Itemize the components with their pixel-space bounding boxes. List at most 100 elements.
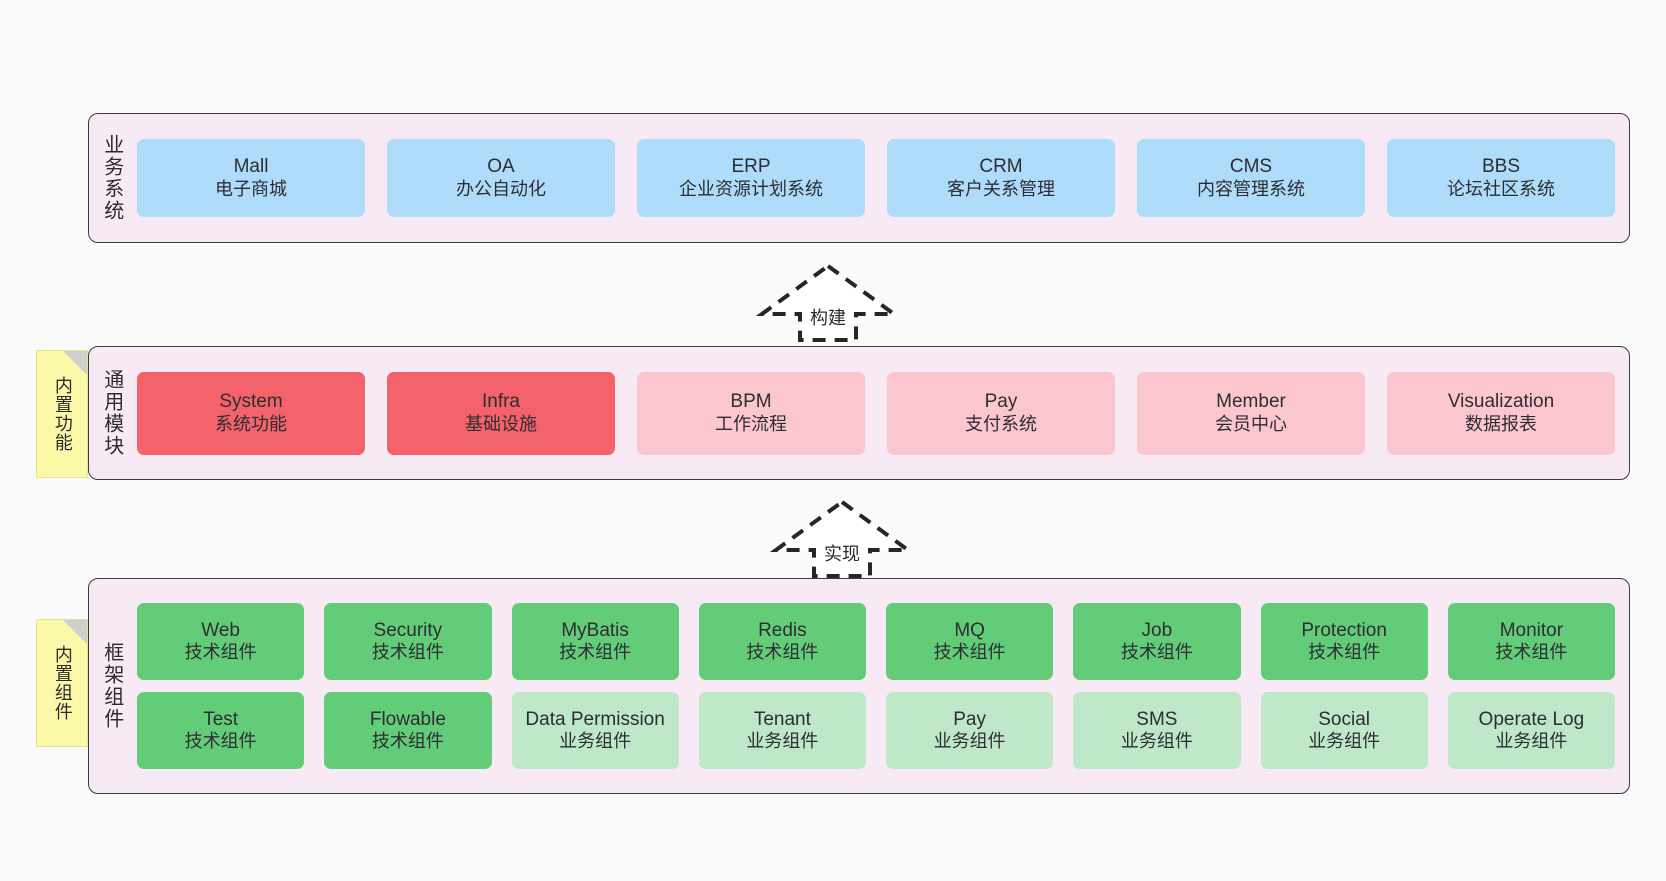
connector-build-label: 构建	[810, 308, 846, 328]
node-test[interactable]: Test 技术组件	[137, 692, 305, 769]
node-member-desc: 会员中心	[1215, 413, 1287, 434]
node-sms-desc: 业务组件	[1120, 731, 1193, 752]
node-operate-log-name: Operate Log	[1478, 708, 1585, 730]
node-erp-name: ERP	[731, 156, 771, 178]
node-protection-name: Protection	[1301, 619, 1387, 641]
node-visualization[interactable]: Visualization 数据报表	[1387, 371, 1615, 455]
node-tenant-desc: 业务组件	[746, 731, 819, 752]
node-protection[interactable]: Protection 技术组件	[1260, 603, 1428, 680]
connector-implement: 实现	[769, 498, 915, 578]
layer-framework-components-title: 框架组件	[100, 642, 123, 730]
node-infra[interactable]: Infra 基础设施	[387, 371, 615, 455]
layer-business-system-title: 业务系统	[100, 134, 123, 222]
node-system-desc: 系统功能	[215, 413, 287, 434]
node-system-name: System	[219, 391, 283, 413]
node-bbs[interactable]: BBS 论坛社区系统	[1387, 139, 1615, 217]
node-monitor[interactable]: Monitor 技术组件	[1447, 603, 1615, 680]
node-pay-component-desc: 业务组件	[933, 731, 1006, 752]
node-crm-name: CRM	[979, 156, 1023, 178]
node-member-name: Member	[1216, 391, 1286, 413]
layer-common-modules[interactable]: 通用模块 System 系统功能 Infra 基础设施 BPM 工作流程 Pay…	[88, 346, 1630, 480]
node-cms-desc: 内容管理系统	[1197, 178, 1305, 199]
build-arrow-shape	[755, 263, 901, 342]
node-flowable[interactable]: Flowable 技术组件	[324, 692, 492, 769]
node-mybatis[interactable]: MyBatis 技术组件	[511, 603, 679, 680]
node-security-desc: 技术组件	[371, 642, 444, 663]
node-mall-name: Mall	[233, 156, 269, 178]
node-mybatis-name: MyBatis	[561, 619, 629, 641]
node-sms[interactable]: SMS 业务组件	[1073, 692, 1241, 769]
node-mq[interactable]: MQ 技术组件	[886, 603, 1054, 680]
node-redis-desc: 技术组件	[746, 642, 819, 663]
node-flowable-name: Flowable	[369, 708, 446, 730]
node-job-desc: 技术组件	[1120, 642, 1193, 663]
node-mq-desc: 技术组件	[933, 642, 1006, 663]
note-builtin-function-text: 内置功能	[52, 376, 73, 452]
node-data-permission[interactable]: Data Permission 业务组件	[511, 692, 679, 769]
node-test-name: Test	[203, 708, 239, 730]
business-node-row: Mall 电子商城 OA 办公自动化 ERP 企业资源计划系统 CRM 客户关系…	[137, 139, 1615, 217]
node-monitor-name: Monitor	[1499, 619, 1564, 641]
node-data-permission-desc: 业务组件	[559, 731, 632, 752]
node-mall[interactable]: Mall 电子商城	[137, 139, 365, 217]
node-crm[interactable]: CRM 客户关系管理	[887, 139, 1115, 217]
layer-framework-components[interactable]: 框架组件 Web 技术组件 Security 技术组件 MyBatis 技术组件…	[88, 578, 1630, 794]
node-erp[interactable]: ERP 企业资源计划系统	[637, 139, 865, 217]
note-builtin-component: 内置组件	[36, 619, 88, 747]
node-pay-component-name: Pay	[953, 708, 986, 730]
note-fold-corner-icon	[63, 620, 87, 644]
node-pay-component[interactable]: Pay 业务组件	[886, 692, 1054, 769]
node-bbs-desc: 论坛社区系统	[1447, 178, 1555, 199]
node-security[interactable]: Security 技术组件	[324, 603, 492, 680]
node-protection-desc: 技术组件	[1308, 642, 1381, 663]
note-fold-corner-icon	[63, 351, 87, 375]
node-oa[interactable]: OA 办公自动化	[387, 139, 615, 217]
node-bbs-name: BBS	[1481, 156, 1521, 178]
node-tenant[interactable]: Tenant 业务组件	[698, 692, 866, 769]
node-cms[interactable]: CMS 内容管理系统	[1137, 139, 1365, 217]
node-system[interactable]: System 系统功能	[137, 371, 365, 455]
node-tenant-name: Tenant	[753, 708, 811, 730]
node-pay-module-name: Pay	[984, 391, 1018, 413]
layer-common-modules-body: System 系统功能 Infra 基础设施 BPM 工作流程 Pay 支付系统…	[133, 347, 1629, 479]
node-job-name: Job	[1141, 619, 1173, 641]
node-bpm-name: BPM	[730, 391, 772, 413]
node-test-desc: 技术组件	[184, 731, 257, 752]
node-infra-name: Infra	[481, 391, 521, 413]
note-builtin-function: 内置功能	[36, 350, 88, 478]
layer-framework-components-body: Web 技术组件 Security 技术组件 MyBatis 技术组件 Redi…	[133, 579, 1629, 793]
node-security-name: Security	[373, 619, 443, 641]
node-erp-desc: 企业资源计划系统	[679, 178, 823, 199]
node-flowable-desc: 技术组件	[371, 731, 444, 752]
note-builtin-component-text: 内置组件	[52, 645, 73, 721]
module-node-row: System 系统功能 Infra 基础设施 BPM 工作流程 Pay 支付系统…	[137, 371, 1615, 455]
node-cms-name: CMS	[1229, 156, 1273, 178]
node-pay-module[interactable]: Pay 支付系统	[887, 371, 1115, 455]
node-redis-name: Redis	[758, 619, 807, 641]
framework-tech-row: Web 技术组件 Security 技术组件 MyBatis 技术组件 Redi…	[137, 603, 1615, 680]
node-operate-log-desc: 业务组件	[1495, 731, 1568, 752]
node-data-permission-name: Data Permission	[525, 708, 665, 730]
connector-implement-label: 实现	[824, 544, 860, 564]
node-mq-name: MQ	[954, 619, 985, 641]
node-web-name: Web	[201, 619, 240, 641]
node-web[interactable]: Web 技术组件	[137, 603, 305, 680]
node-social[interactable]: Social 业务组件	[1260, 692, 1428, 769]
node-web-desc: 技术组件	[184, 642, 257, 663]
node-member[interactable]: Member 会员中心	[1137, 371, 1365, 455]
node-oa-desc: 办公自动化	[456, 178, 546, 199]
node-operate-log[interactable]: Operate Log 业务组件	[1447, 692, 1615, 769]
node-infra-desc: 基础设施	[465, 413, 537, 434]
node-bpm[interactable]: BPM 工作流程	[637, 371, 865, 455]
node-visualization-name: Visualization	[1447, 391, 1555, 413]
node-redis[interactable]: Redis 技术组件	[698, 603, 866, 680]
connector-build: 构建	[755, 262, 901, 342]
layer-business-system[interactable]: 业务系统 Mall 电子商城 OA 办公自动化 ERP 企业资源计划系统 CRM…	[88, 113, 1630, 243]
node-mall-desc: 电子商城	[215, 178, 287, 199]
layer-common-modules-title: 通用模块	[100, 369, 123, 457]
node-visualization-desc: 数据报表	[1465, 413, 1537, 434]
node-bpm-desc: 工作流程	[715, 413, 787, 434]
node-pay-module-desc: 支付系统	[965, 413, 1037, 434]
node-job[interactable]: Job 技术组件	[1073, 603, 1241, 680]
